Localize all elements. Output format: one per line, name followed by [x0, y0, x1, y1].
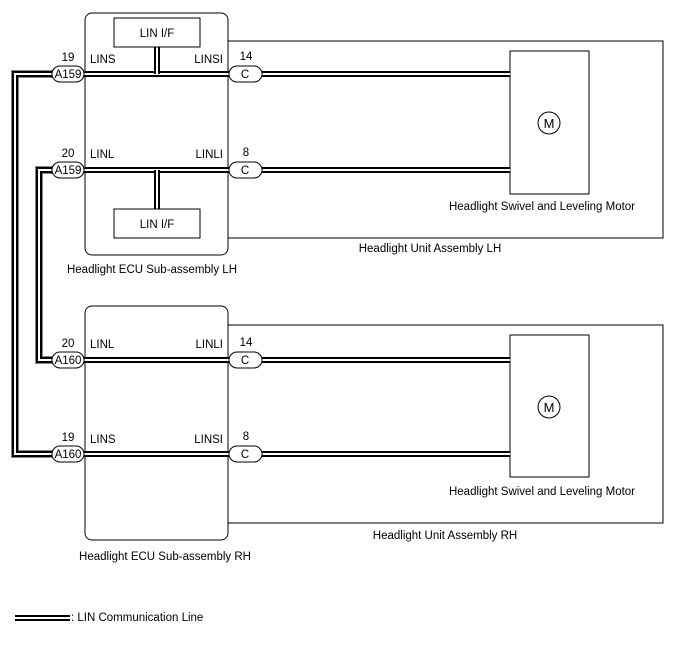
lin-if-top-box [113, 17, 201, 48]
connector-a159-19 [51, 65, 85, 83]
motor-rh-label: Headlight Swivel and Leveling Motor [449, 486, 635, 498]
ecu-lh-label: Headlight ECU Sub-assembly LH [67, 264, 237, 276]
lin-if-bottom-label: LIN I/F [140, 219, 175, 231]
connector-label: A159 [55, 165, 82, 177]
motor-symbol: M [544, 400, 555, 415]
connector-label: C [241, 449, 249, 461]
pin-num: 19 [62, 52, 75, 64]
connector-label: C [241, 69, 249, 81]
ecu-rh-box [84, 305, 229, 541]
motor-lh-label: Headlight Swivel and Leveling Motor [449, 201, 635, 213]
pin-num: 8 [243, 147, 249, 159]
connector-c-14-lh [228, 65, 263, 83]
pin-num: 19 [62, 432, 75, 444]
pin-label: LINLI [196, 149, 224, 161]
pin-num: 20 [62, 148, 75, 160]
motor-symbol: M [544, 116, 555, 131]
legend-text: : LIN Communication Line [71, 612, 203, 624]
connector-label: A160 [55, 355, 82, 367]
connector-a160-20 [51, 351, 85, 369]
ecu-rh-label: Headlight ECU Sub-assembly RH [79, 551, 251, 563]
lin-if-top-label: LIN I/F [140, 28, 175, 40]
connector-c-14-rh [228, 351, 263, 369]
unit-rh-label: Headlight Unit Assembly RH [373, 530, 517, 542]
pin-label: LINS [90, 434, 116, 446]
connector-label: C [241, 355, 249, 367]
pin-label: LINS [90, 54, 116, 66]
pin-num: 14 [240, 337, 253, 349]
pin-label: LINLI [196, 339, 224, 351]
pin-label: LINSI [194, 434, 223, 446]
motor-rh-icon [537, 395, 561, 419]
connector-a159-20 [51, 161, 85, 179]
pin-num: 14 [240, 51, 253, 63]
lin-lines [11, 46, 510, 458]
connector-c-8-lh [228, 161, 263, 179]
connector-label: A160 [55, 449, 82, 461]
connector-label: A159 [55, 69, 82, 81]
pin-label: LINL [90, 339, 115, 351]
lin-if-bottom-box [113, 208, 201, 239]
legend: : LIN Communication Line [15, 612, 203, 624]
connector-a160-19 [51, 445, 85, 463]
pin-label: LINSI [194, 54, 223, 66]
unit-lh-label: Headlight Unit Assembly LH [359, 243, 502, 255]
motor-lh-icon [537, 111, 561, 135]
connector-c-8-rh [228, 445, 263, 463]
pin-label: LINL [90, 149, 115, 161]
pin-num: 8 [243, 431, 249, 443]
pin-num: 20 [62, 338, 75, 350]
connector-label: C [241, 165, 249, 177]
